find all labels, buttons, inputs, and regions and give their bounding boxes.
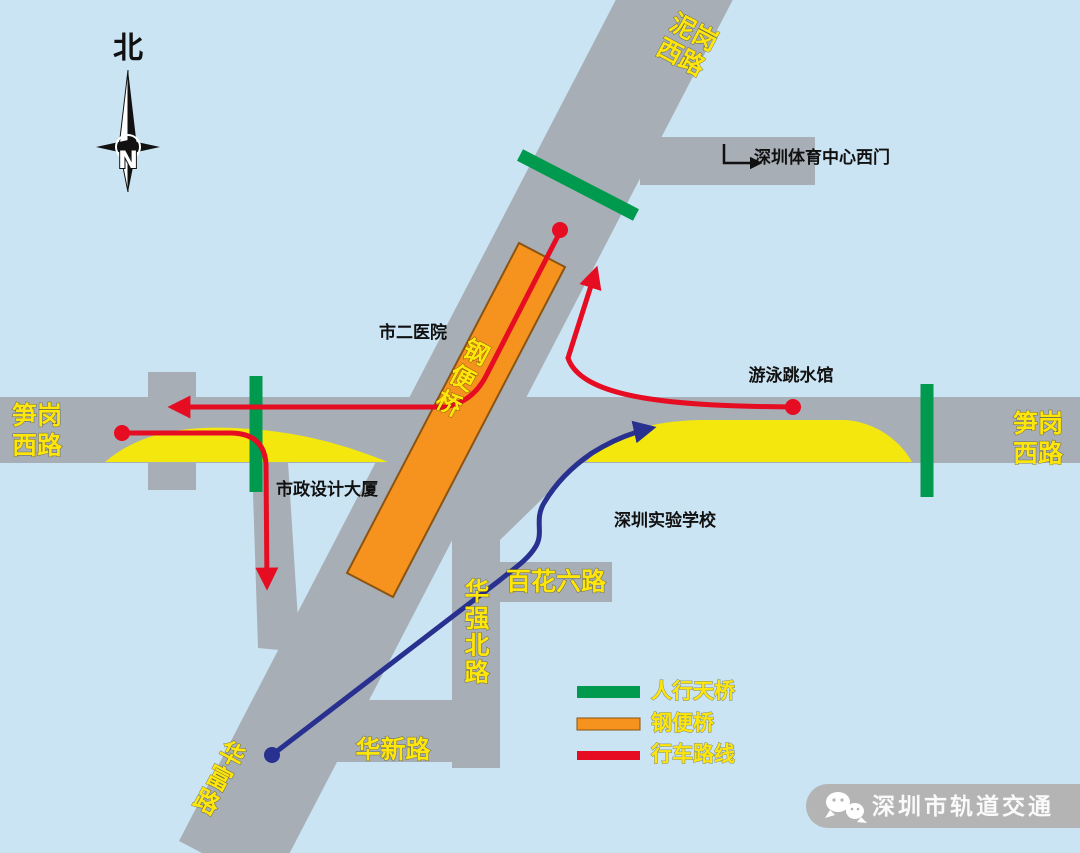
lane-widening-right	[586, 420, 912, 462]
label-huaqiang-north-road: 华 强 北 路	[464, 577, 491, 688]
pedestrian-bridge-north	[517, 149, 639, 221]
label-huaqiang-char2: 强	[464, 604, 489, 633]
label-sungang-west-road-right: 笋岗 西路	[1012, 409, 1064, 469]
wechat-icon	[825, 792, 867, 823]
compass-ring	[115, 134, 141, 160]
route-start-dot-north	[552, 222, 568, 238]
route-red-north-to-west	[167, 230, 563, 419]
legend-label-pedestrian-bridge: 人行天桥	[651, 679, 736, 703]
label-huaxin-road: 华新路	[355, 735, 431, 764]
legend-swatch-pedestrian-bridge	[577, 686, 640, 698]
label-huaqiang-char1: 华	[464, 577, 489, 606]
label-sungang-right-line2: 西路	[1013, 439, 1064, 468]
label-huaqiang-char4: 路	[464, 658, 490, 687]
route-start-dot-west	[114, 425, 130, 441]
route-red-east-to-north	[565, 265, 794, 410]
label-sungang-west-road-left: 笋岗 西路	[11, 401, 63, 461]
legend-label-driving-route: 行车路线	[650, 742, 735, 766]
turn-arrow-icon	[722, 144, 763, 170]
driving-routes	[114, 222, 801, 763]
label-sports-center: 深圳体育中心西门	[754, 147, 890, 168]
label-sungang-left-line2: 西路	[12, 431, 63, 460]
compass-needle-east-half	[128, 70, 137, 192]
watermark: 深圳市轨道交通	[806, 784, 1080, 828]
watermark-text: 深圳市轨道交通	[872, 793, 1054, 820]
label-hospital: 市二医院	[379, 322, 447, 343]
landmark-labels: 市二医院 市政设计大厦 游泳跳水馆 深圳体育中心西门 深圳实验学校	[276, 147, 890, 531]
road-sports-center-stub	[640, 137, 815, 185]
legend-swatch-driving-route	[577, 751, 640, 760]
compass-letter-n: N	[118, 146, 138, 174]
legend-swatch-steel-bridge	[576, 717, 641, 731]
label-baihua-six-road: 百花六路	[506, 567, 607, 596]
label-sungang-right-line1: 笋岗	[1013, 409, 1063, 438]
lane-widening-left	[105, 427, 388, 462]
label-design-building: 市政设计大厦	[276, 479, 379, 500]
compass-crossbar	[96, 140, 160, 154]
label-huaqiang-char3: 北	[464, 631, 489, 660]
label-swimming-hall: 游泳跳水馆	[749, 365, 834, 386]
road-baihua-six-stub	[500, 562, 612, 602]
route-blue-huafu-to-east	[270, 420, 657, 757]
compass: 北 N	[96, 31, 160, 193]
legend-label-steel-bridge: 钢便桥	[651, 711, 715, 735]
legend: 人行天桥 钢便桥 行车路线	[576, 679, 736, 767]
label-sungang-left-line1: 笋岗	[12, 401, 62, 430]
route-start-dot-east	[785, 399, 801, 415]
compass-north-character: 北	[113, 31, 143, 66]
route-start-dot-south	[264, 747, 280, 763]
label-experimental-school: 深圳实验学校	[614, 510, 717, 531]
watermark-pill	[806, 784, 1080, 828]
route-red-west-to-south	[122, 430, 279, 591]
